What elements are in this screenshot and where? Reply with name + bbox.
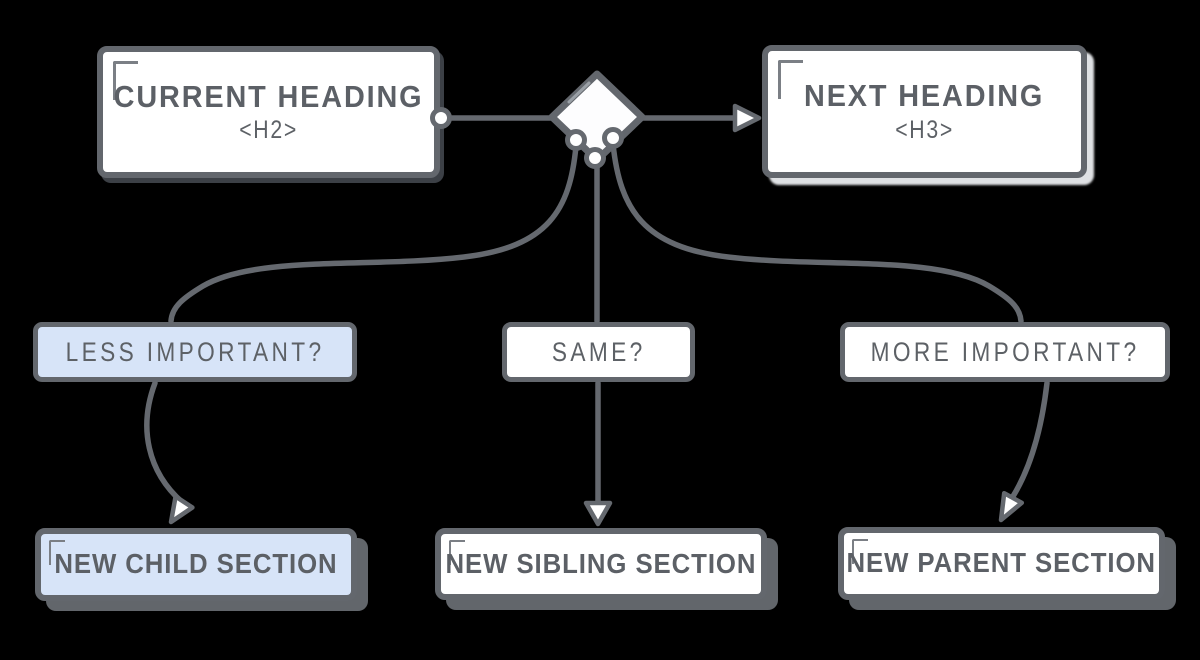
corner-bracket-icon [449, 540, 465, 565]
node-label: MORE IMPORTANT? [870, 336, 1140, 367]
node-next-heading: NEXT HEADING <H3> [762, 45, 1087, 178]
node-label: NEW CHILD SECTION [54, 548, 338, 580]
arrowhead-child-icon [168, 494, 195, 525]
corner-bracket-icon [49, 540, 65, 565]
edge-decision-to-more [610, 141, 1024, 324]
node-label: NEW SIBLING SECTION [445, 547, 757, 579]
port-dot-left [565, 129, 587, 151]
node-less-important: LESS IMPORTANT? [33, 322, 357, 382]
arrowhead-next-icon [732, 103, 762, 133]
node-label: NEW PARENT SECTION [846, 547, 1157, 579]
arrowhead-parent-icon [998, 490, 1025, 523]
node-new-sibling-section: NEW SIBLING SECTION [435, 528, 767, 600]
port-dot-bottom [584, 147, 606, 169]
edge-more-to-parent [1009, 380, 1050, 501]
arrowhead-sibling-icon [583, 500, 613, 527]
node-new-child-section: NEW CHILD SECTION [35, 528, 357, 601]
edge-less-to-child [144, 380, 185, 505]
node-label: SAME? [551, 336, 646, 367]
diamond-shine-icon [567, 81, 591, 104]
corner-bracket-icon [778, 60, 803, 99]
node-title: NEXT HEADING [804, 78, 1045, 114]
corner-bracket-icon [852, 539, 868, 564]
node-current-heading: CURRENT HEADING <H2> [97, 46, 440, 178]
node-title: CURRENT HEADING [113, 78, 424, 114]
corner-bracket-icon [113, 61, 138, 100]
node-subtitle: <H3> [895, 115, 954, 144]
node-subtitle: <H2> [239, 116, 298, 145]
port-dot-right [602, 127, 624, 149]
node-more-important: MORE IMPORTANT? [840, 322, 1170, 382]
node-label: LESS IMPORTANT? [65, 336, 325, 367]
decision-diamond [548, 70, 646, 164]
node-same: SAME? [502, 322, 695, 382]
node-new-parent-section: NEW PARENT SECTION [838, 527, 1165, 600]
edge-decision-to-less [168, 143, 579, 324]
port-dot-current [430, 107, 452, 129]
